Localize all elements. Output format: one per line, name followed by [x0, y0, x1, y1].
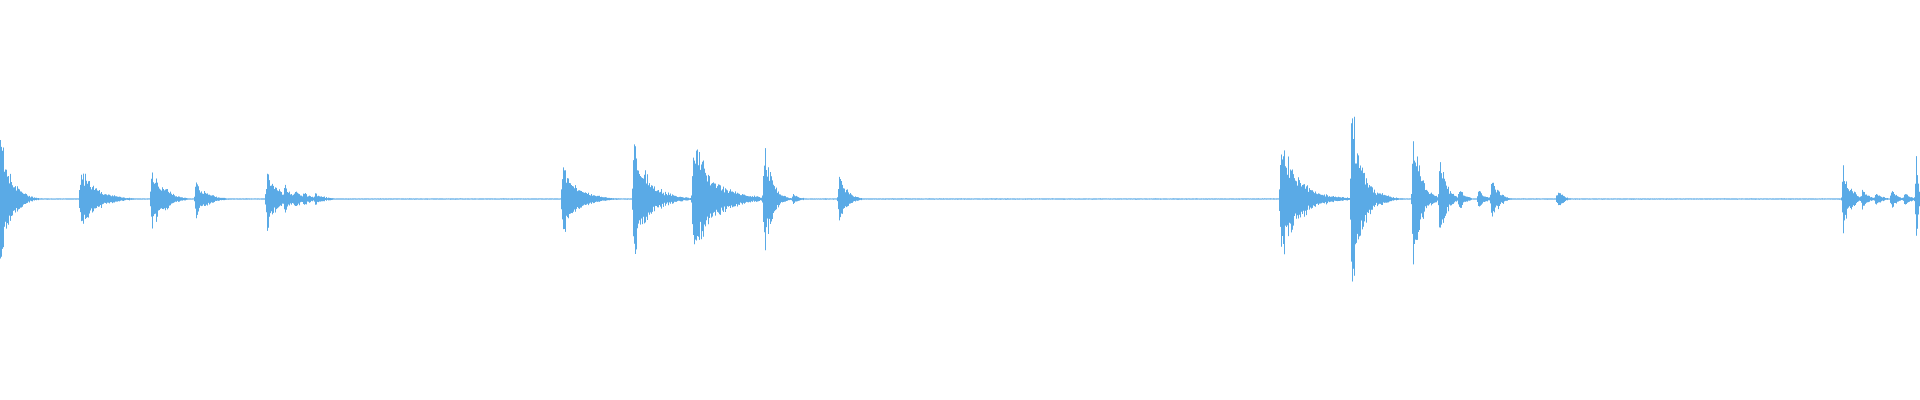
waveform-bars — [0, 116, 1920, 282]
